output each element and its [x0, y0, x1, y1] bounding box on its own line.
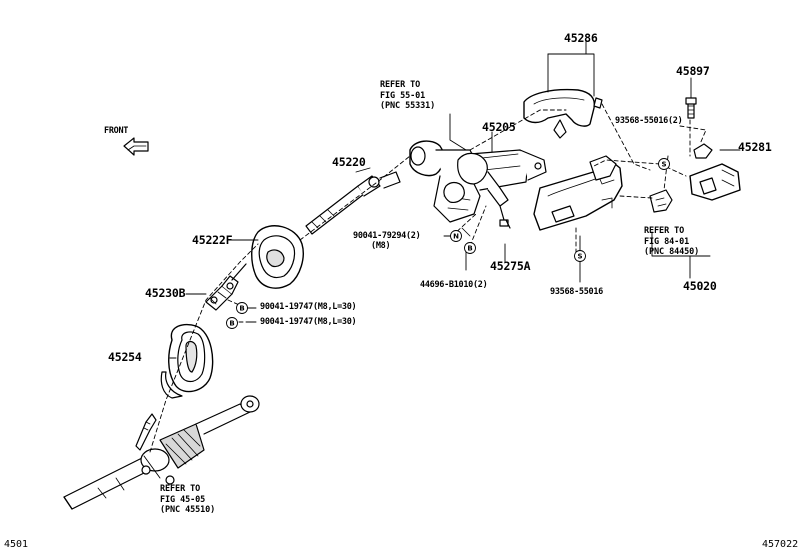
refer-note-line: REFER TO: [160, 484, 201, 494]
fastener-label-93568-55016-2[interactable]: 93568-55016(2): [615, 116, 683, 126]
front-label: FRONT: [104, 126, 129, 136]
part-label-45275a[interactable]: 45275A: [490, 259, 531, 273]
illustration-number-right: 457022: [762, 539, 799, 550]
part-label-45230b[interactable]: 45230B: [145, 286, 186, 300]
intermediate-shaft-part: [205, 263, 247, 311]
fastener-badges: [226, 158, 670, 329]
figure-number-left: 4501: [4, 539, 29, 550]
steering-shaft-part: [305, 171, 401, 235]
fastener-label-90041-19747-a[interactable]: 90041-19747(M8,L=30): [260, 302, 357, 312]
part-label-45205[interactable]: 45205: [482, 120, 516, 134]
badge-s-letter: S: [577, 253, 582, 261]
badge-b-letter: B: [467, 245, 472, 253]
part-label-45222f[interactable]: 45222F: [192, 233, 233, 247]
hole-cover-part: [251, 225, 304, 289]
badge-n-letter: N: [453, 233, 459, 241]
leader-lines: [143, 40, 741, 479]
refer-note-line: (PNC 45510): [160, 505, 216, 515]
part-label-45281[interactable]: 45281: [738, 140, 772, 154]
part-label-45254[interactable]: 45254: [108, 350, 142, 364]
part-label-45286[interactable]: 45286: [564, 31, 598, 45]
badge-b-icon: [464, 242, 476, 254]
refer-note-line: REFER TO: [380, 80, 421, 90]
part-label-45897[interactable]: 45897: [676, 64, 710, 78]
badge-b-icon: [236, 302, 248, 314]
steering-column-part: [409, 140, 547, 227]
bolt-45897-part: [685, 97, 697, 119]
refer-note-line: FIG 45-05: [160, 494, 206, 505]
fastener-label-93568-55016[interactable]: 93568-55016: [550, 287, 603, 297]
refer-note-line: FIG 55-01: [380, 90, 426, 101]
column-hole-cover-part: [160, 323, 214, 399]
badge-b-letter: B: [239, 305, 244, 313]
refer-note-line: (PNC 55331): [380, 101, 436, 111]
refer-note-fig-45-05[interactable]: REFER TO FIG 45-05 (PNC 45510): [160, 484, 215, 516]
refer-note-fig-84-01[interactable]: REFER TO FIG 84-01 (PNC 84450): [644, 226, 699, 258]
refer-note-fig-55-01[interactable]: REFER TO FIG 55-01 (PNC 55331): [380, 80, 435, 112]
fastener-label-44696-b1010[interactable]: 44696-B1010(2): [420, 280, 488, 290]
column-cover-lower-part: [533, 155, 623, 231]
badge-n-icon: [450, 230, 462, 242]
steering-rack-part: [63, 395, 260, 510]
refer-note-line: FIG 84-01: [644, 236, 690, 247]
refer-note-line: REFER TO: [644, 226, 685, 236]
badge-b-icon: [226, 317, 238, 329]
fastener-label-90041-19747-b[interactable]: 90041-19747(M8,L=30): [260, 317, 357, 327]
refer-note-line: (PNC 84450): [644, 247, 700, 257]
badge-s-letter: S: [661, 161, 666, 169]
fastener-label-90041-79294[interactable]: 90041-79294(2): [353, 231, 421, 241]
part-label-45020[interactable]: 45020: [683, 279, 717, 293]
fastener-label-90041-79294-size: (M8): [371, 241, 391, 251]
turn-signal-switch-part: [649, 143, 741, 213]
front-arrow-icon: [123, 137, 149, 156]
small-bolt-icons: [461, 219, 511, 237]
badge-s-icon: [574, 250, 586, 262]
column-cover-upper-part: [523, 88, 603, 139]
badge-s-icon: [658, 158, 670, 170]
badge-b-letter: B: [229, 320, 234, 328]
assembly-dashed-lines: [149, 103, 707, 453]
part-label-45220[interactable]: 45220: [332, 155, 366, 169]
